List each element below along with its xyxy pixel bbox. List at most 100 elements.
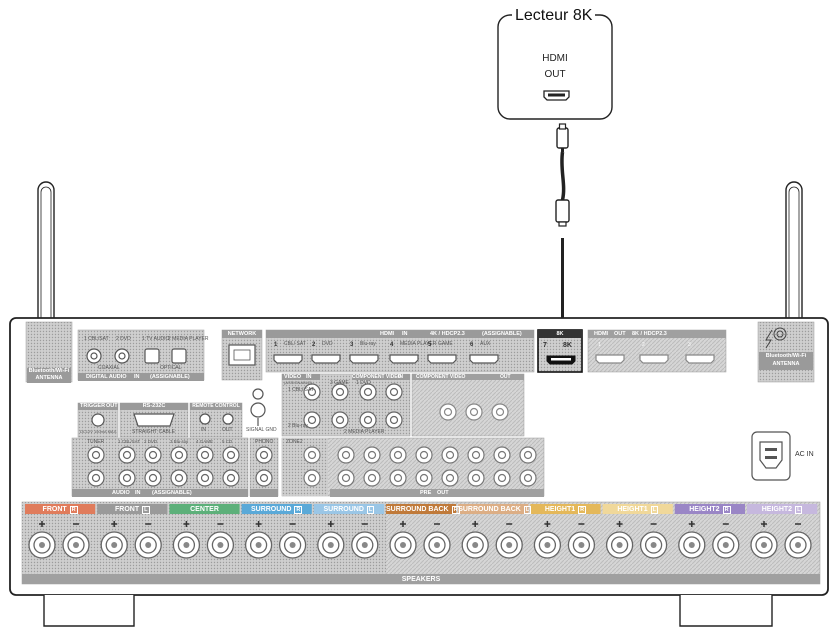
speaker-terminal-plus (678, 521, 706, 559)
player-box (497, 14, 613, 120)
video-in-badge: IN (306, 373, 312, 380)
speaker-channel-name: HEIGHT2 (761, 505, 793, 513)
antenna-left (37, 181, 55, 318)
speaker-terminal-plus (389, 521, 417, 559)
component-out-badge: OUT (500, 373, 511, 380)
speaker-channel-header (747, 504, 818, 514)
hdmi-out-1: 1 (598, 342, 601, 348)
player-hdmi-port (543, 90, 570, 101)
component-in-1: 1 DVD (356, 380, 371, 386)
speaker-terminals (28, 521, 812, 559)
audio-in-label: 5 CD (222, 439, 233, 444)
hdmi-in-name: DVD (322, 341, 333, 347)
speaker-channel-name: SURROUND (250, 505, 292, 513)
speaker-channel-side: L (523, 505, 532, 514)
speaker-channel-side: R (722, 505, 731, 514)
speaker-terminal-minus (62, 523, 90, 559)
speaker-channel-header (386, 504, 457, 514)
digital-audio-in-badge: IN (134, 373, 140, 380)
player-out-label: OUT (544, 69, 566, 80)
speaker-terminal-minus (423, 523, 451, 559)
speaker-headers (25, 504, 818, 514)
video-in-1: 1 CBL/ SAT (288, 387, 315, 393)
antenna-left-label-2: ANTENNA (35, 375, 63, 381)
speaker-terminal-minus (134, 523, 162, 559)
audio-in-label: 4 GAME (196, 439, 214, 444)
hdmi-in-assignable: (ASSIGNABLE) (482, 330, 522, 337)
speaker-terminal-plus (100, 521, 128, 559)
trigger-label: TRIGGER (80, 403, 106, 409)
hdmi-in-spec: 4K / HDCP2.3 (430, 330, 465, 337)
signal-gnd-label: SIGNAL GND (246, 427, 277, 433)
rs232c-sub: STRAIGHT CABLE (132, 429, 175, 435)
optical-2-label: 2 MEDIA PLAYER (168, 336, 209, 342)
coaxial-2-label: 2 DVD (116, 336, 131, 342)
speaker-channel-side: R (451, 505, 460, 514)
network-label: NETWORK (227, 330, 257, 337)
speaker-channel-name: SURROUND BACK (458, 505, 521, 513)
speaker-channel-name: HEIGHT1 (544, 505, 576, 513)
speaker-channel-name: HEIGHT2 (689, 505, 720, 513)
zone2-label: ZONE2 (286, 439, 303, 445)
rs232c-label: RS-232C (142, 403, 166, 409)
speaker-terminal-plus (172, 521, 201, 559)
speaker-terminal-plus (28, 521, 56, 559)
speaker-terminal-plus (533, 521, 562, 559)
optical-label: OPTICAL (160, 365, 182, 371)
player-hdmi-label: HDMI (542, 53, 568, 64)
hdmi-in-number: 3 (350, 342, 354, 348)
speaker-channel-header (602, 504, 673, 514)
speaker-terminal-minus (784, 523, 812, 559)
speaker-channel-header (674, 504, 745, 514)
speaker-channel-header (458, 504, 529, 514)
digital-audio-label: DIGITAL AUDIO (86, 373, 127, 380)
speaker-terminal-minus (278, 523, 307, 559)
hdmi-in-name: MEDIA PLAYER (400, 341, 437, 347)
speaker-channel-name: CENTER (190, 505, 219, 513)
hdmi-7-header: 8K (556, 330, 564, 337)
hdmi-in-number: 1 (274, 342, 278, 348)
speaker-channel-header (313, 504, 384, 514)
speaker-channel-header (530, 504, 601, 514)
audio-in-label: 2 DVD (144, 439, 158, 444)
speaker-channel-header (97, 504, 168, 514)
speaker-terminal-minus (495, 523, 523, 559)
hdmi-in-number: 4 (390, 342, 394, 348)
speaker-terminal-minus (351, 523, 379, 559)
hdmi-out-3: 3 (688, 342, 691, 348)
hdmi-7-name: 8K (563, 342, 572, 349)
audio-in-assignable: (ASSIGNABLE) (152, 489, 192, 496)
speakers-footer: SPEAKERS (401, 576, 441, 583)
hdmi-in-number: 2 (312, 342, 316, 348)
speaker-terminal-plus (461, 521, 489, 559)
player-title: Lecteur 8K (512, 8, 596, 24)
speaker-channel-name: FRONT (42, 505, 67, 513)
audio-tuner-label: TUNER (87, 439, 105, 445)
speaker-channel-side: L (650, 505, 659, 514)
speaker-channel-label: CENTER (169, 506, 239, 513)
speaker-terminal-minus (712, 523, 740, 559)
ac-in-socket (751, 431, 791, 481)
audio-in-badge: IN (135, 489, 141, 496)
hdmi-in-name: AUX (480, 341, 491, 347)
hdmi-out-badge: OUT (614, 330, 626, 337)
speaker-channel-side: R (294, 505, 303, 514)
speaker-channel-name: HEIGHT1 (617, 505, 648, 513)
pre-out-badge: OUT (437, 489, 449, 496)
speaker-terminal-minus (639, 523, 668, 559)
speaker-channel-side: R (69, 505, 78, 514)
audio-in-footer: AUDIO (112, 489, 130, 496)
component-out-label: COMPONENT VIDEO (416, 373, 466, 380)
digital-audio-assignable: (ASSIGNABLE) (150, 373, 190, 380)
video-in-assignable: (ASSIGNABLE) (284, 380, 313, 385)
remote-in: IN (201, 427, 206, 433)
phono-label: PHONO (255, 439, 274, 445)
